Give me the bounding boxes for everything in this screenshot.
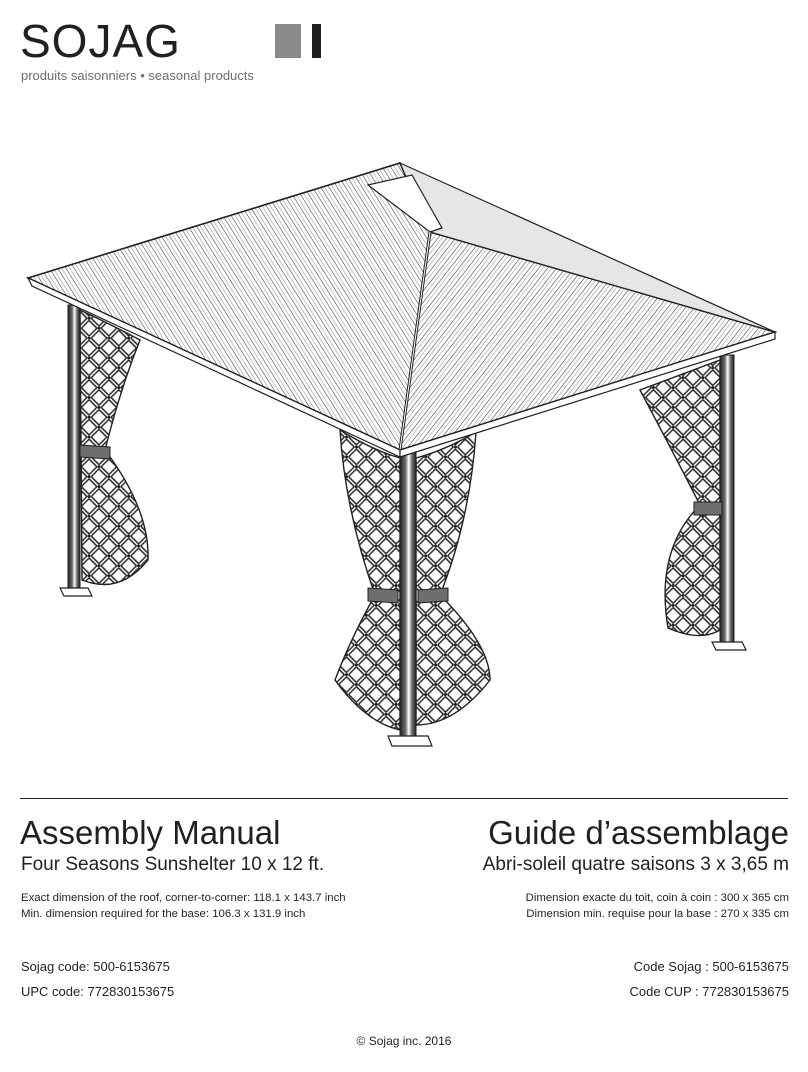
english-title: Assembly Manual <box>20 814 281 851</box>
gazebo-illustration <box>25 161 778 747</box>
french-subtitle: Abri-soleil quatre saisons 3 x 3,65 m <box>482 854 789 875</box>
french-spec-base: Dimension min. requise pour la base : 27… <box>526 908 789 920</box>
english-subtitle: Four Seasons Sunshelter 10 x 12 ft. <box>21 854 325 875</box>
brand-mark-bar <box>312 24 321 58</box>
english-sojag-code: Sojag code: 500-6153675 <box>21 959 170 974</box>
section-divider <box>20 798 788 799</box>
copyright-notice: © Sojag inc. 2016 <box>356 1034 452 1048</box>
french-sojag-code: Code Sojag : 500-6153675 <box>633 959 789 974</box>
french-upc-code: Code CUP : 772830153675 <box>629 984 790 999</box>
english-spec-base: Min. dimension required for the base: 10… <box>21 908 306 920</box>
brand-name: SOJAG <box>20 15 181 67</box>
brand-tagline: produits saisonniers • seasonal products <box>21 68 254 83</box>
french-title: Guide d’assemblage <box>488 814 789 851</box>
french-spec-roof: Dimension exacte du toit, coin à coin : … <box>525 892 789 904</box>
english-upc-code: UPC code: 772830153675 <box>21 984 175 999</box>
brand-mark-square <box>275 24 301 58</box>
english-spec-roof: Exact dimension of the roof, corner-to-c… <box>21 892 346 904</box>
